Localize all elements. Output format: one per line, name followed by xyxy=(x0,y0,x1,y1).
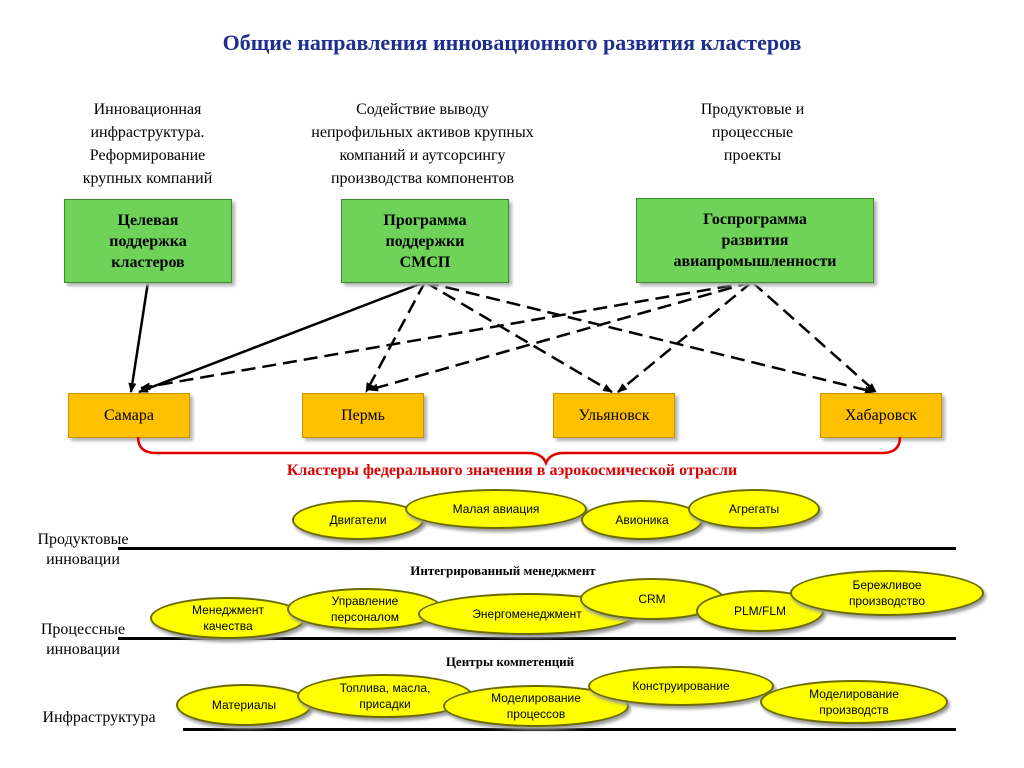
caption-infrastructure: Инновационная инфраструктура. Реформиров… xyxy=(82,101,213,187)
oval-small-aviation: Малая авиация xyxy=(405,489,587,529)
heading-competence-centers: Центры компетенций xyxy=(445,654,575,669)
arrow-smsp-khabarovsk xyxy=(424,280,875,394)
arrow-gos-perm xyxy=(368,280,753,392)
cluster-khabarovsk: Хабаровск xyxy=(820,393,942,438)
row-label-infrastructure: Инфраструктура xyxy=(42,709,156,726)
oval-quality-management: Менеджмент качества xyxy=(150,597,306,639)
oval-energy-management: Энергоменеджмент xyxy=(418,593,636,635)
arrow-gos-ulyanovsk xyxy=(617,281,753,393)
oval-avionics: Авионика xyxy=(581,500,703,540)
federal-clusters-label: Кластеры федерального значения в аэрокос… xyxy=(286,462,738,479)
cluster-ulyanovsk: Ульяновск xyxy=(553,393,675,438)
program-aviation-state: Госпрограмма развития авиапромышленности xyxy=(636,198,874,283)
oval-production-modeling: Моделирование производств xyxy=(760,680,948,724)
page-title: Общие направления инновационного развити… xyxy=(222,30,802,55)
oval-personnel-management: Управление персоналом xyxy=(287,588,443,630)
caption-outsourcing: Содействие выводу непрофильных активов к… xyxy=(311,101,534,187)
arrow-smsp-samara xyxy=(138,280,426,394)
divider-process xyxy=(118,637,956,640)
caption-projects: Продуктовые и процессные проекты xyxy=(700,101,805,164)
heading-integrated-management: Интегрированный менеджмент xyxy=(410,563,596,578)
oval-materials: Материалы xyxy=(176,684,312,726)
program-cluster-support: Целевая поддержка кластеров xyxy=(64,199,232,283)
program-smsp-support: Программа поддержки СМСП xyxy=(341,199,509,283)
oval-lean-production: Бережливое производство xyxy=(790,570,984,616)
oval-process-modeling: Моделирование процессов xyxy=(443,685,629,727)
row-label-process: Процессные инновации xyxy=(40,621,126,658)
cluster-samara: Самара xyxy=(68,393,190,438)
row-label-product: Продуктовые инновации xyxy=(37,531,129,568)
cluster-perm: Пермь xyxy=(302,393,424,438)
oval-design: Конструирование xyxy=(588,666,774,706)
oval-aggregates: Агрегаты xyxy=(688,489,820,529)
arrow-target-samara xyxy=(128,281,150,393)
oval-engines: Двигатели xyxy=(292,500,424,540)
arrow-gos-samara xyxy=(140,280,753,391)
arrow-smsp-ulyanovsk xyxy=(424,280,613,394)
divider-product xyxy=(118,547,956,550)
arrow-gos-khabarovsk xyxy=(751,281,877,393)
divider-infrastructure xyxy=(183,728,956,731)
